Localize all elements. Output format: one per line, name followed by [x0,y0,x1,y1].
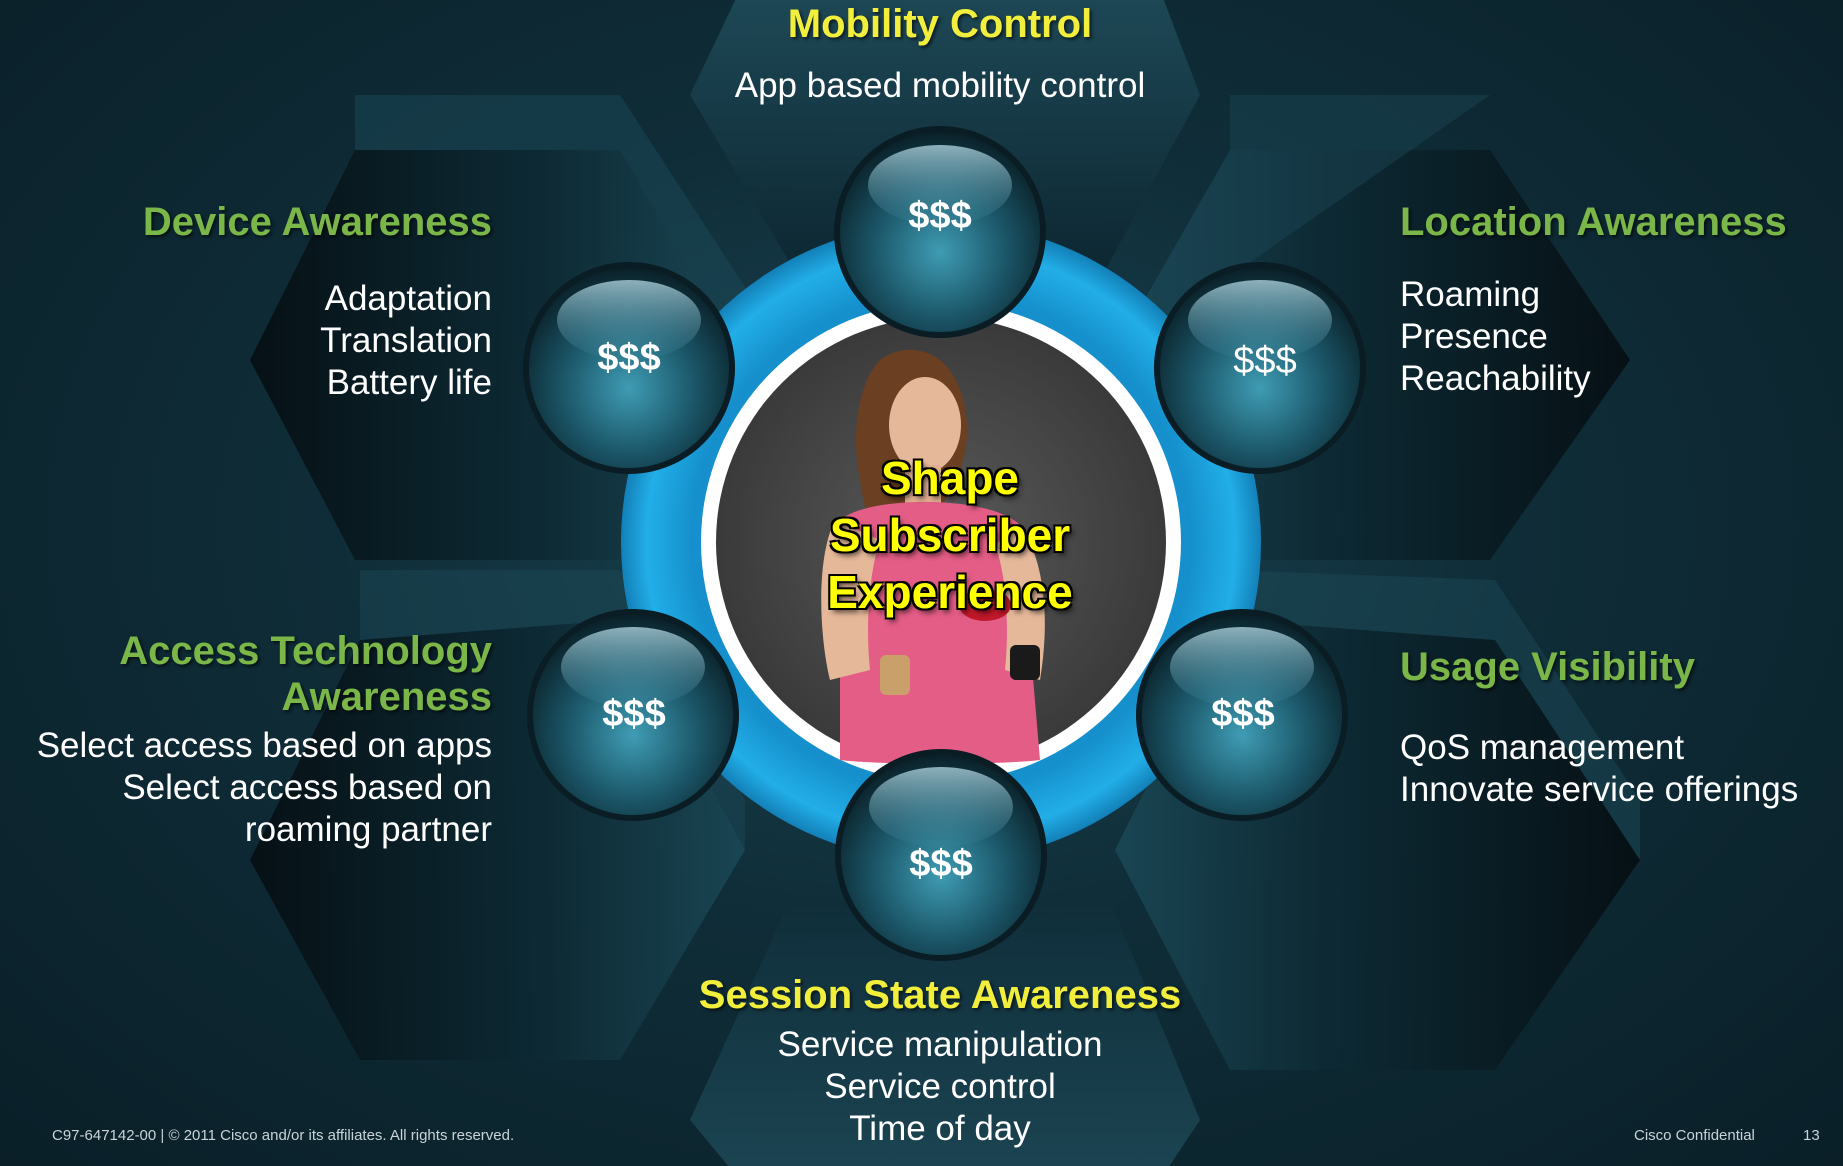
center-line-1: Shape [880,452,1020,504]
badge-usage: $$$ [1211,693,1275,735]
location-line-1: Roaming [1400,275,1541,314]
usage-line-1: QoS management [1400,728,1685,767]
footer-copyright: C97-647142-00 | © 2011 Cisco and/or its … [52,1127,515,1144]
session-line-3: Time of day [849,1109,1031,1148]
footer-confidential: Cisco Confidential [1634,1127,1755,1144]
access-line-2: Select access based on [122,768,492,807]
usage-lines: QoS management Innovate service offering… [1400,727,1840,811]
orb-session [835,749,1047,961]
badge-access: $$$ [602,693,666,735]
person-illustration [821,349,1045,764]
device-title: Device Awareness [142,200,492,244]
mobility-line-1: App based mobility control [734,66,1146,105]
center-title: Shape Subscriber Experience [770,450,1130,621]
usage-line-2: Innovate service offerings [1400,770,1799,809]
session-title: Session State Awareness [698,973,1182,1017]
device-line-1: Adaptation [324,279,492,318]
badge-location: $$$ [1233,340,1297,382]
hex-device-back [355,95,760,360]
access-line-1: Select access based on apps [36,726,492,765]
device-line-2: Translation [320,321,492,360]
orb-device [523,262,735,474]
orb-access [527,609,739,821]
usage-title: Usage Visibility [1400,645,1695,689]
access-title-line-2: Awareness [281,675,492,719]
footer-page-number: 13 [1803,1127,1820,1144]
orb-mobility [834,126,1046,338]
session-line-2: Service control [824,1067,1056,1106]
location-line-3: Reachability [1400,359,1591,398]
badge-mobility: $$$ [908,195,972,237]
location-lines: Roaming Presence Reachability [1400,274,1800,400]
session-line-1: Service manipulation [777,1025,1103,1064]
device-line-3: Battery life [326,363,492,402]
location-title: Location Awareness [1400,200,1787,244]
center-line-2: Subscriber [829,509,1071,561]
center-line-3: Experience [827,566,1073,618]
badge-device: $$$ [597,337,661,379]
access-title: Access Technology Awareness [20,628,492,720]
orb-location [1154,262,1366,474]
orb-usage [1136,609,1348,821]
access-title-line-1: Access Technology [119,629,492,673]
hex-session [690,900,1200,1166]
device-lines: Adaptation Translation Battery life [140,278,492,404]
access-line-3: roaming partner [244,810,492,849]
session-lines: Service manipulation Service control Tim… [640,1024,1240,1150]
badge-session: $$$ [909,843,973,885]
location-line-2: Presence [1400,317,1548,356]
hex-usage-back [1230,570,1640,860]
access-lines: Select access based on apps Select acces… [0,725,492,851]
mobility-title: Mobility Control [787,2,1093,46]
